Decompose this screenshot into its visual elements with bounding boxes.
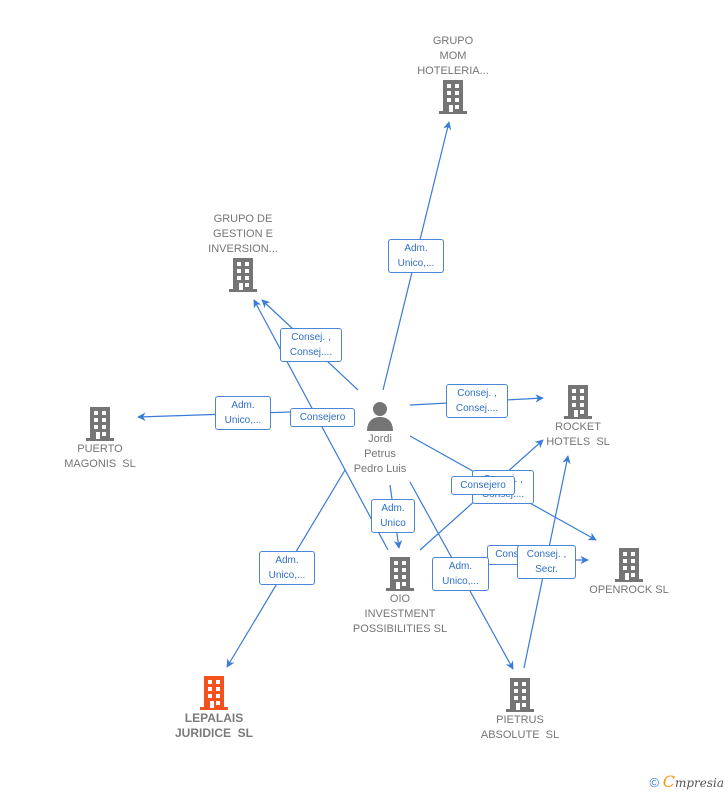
company-node-lepalais[interactable]: LEPALAIS JURIDICE SL [164,675,264,741]
company-label: GRUPO MOM HOTELERIA... [417,35,489,77]
edge-label[interactable]: Consejero [290,408,355,427]
edge-label[interactable]: Adm. Unico,... [259,551,315,585]
building-icon [615,548,643,582]
edge-label[interactable]: Consej. , Consej.... [280,328,342,362]
company-label: PIETRUS ABSOLUTE SL [480,714,560,741]
company-label: GRUPO DE GESTION E INVERSION... [208,213,278,255]
company-label: PUERTO MAGONIS SL [64,443,136,470]
building-icon [86,407,114,441]
edge-label[interactable]: Adm. Unico,... [215,396,271,430]
edge-label[interactable]: Consej. , Secr. [517,545,576,579]
building-icon [200,676,228,710]
edge-label[interactable]: Adm. Unico,... [388,239,444,273]
company-label: OIO INVESTMENT POSSIBILITIES SL [352,593,448,635]
company-node-openrock[interactable]: OPENROCK SL [579,547,679,598]
person-node[interactable]: Jordi Petrus Pedro Luis [340,400,420,477]
company-label: OPENROCK SL [589,584,669,596]
edge-label[interactable]: Consejero [451,476,515,495]
building-icon [439,80,467,114]
edge-label[interactable]: Adm. Unico [371,499,415,533]
company-node-grupo-mom[interactable]: GRUPO MOM HOTELERIA... [403,34,503,115]
company-label: LEPALAIS JURIDICE SL [174,711,253,740]
building-icon [506,678,534,712]
company-label: ROCKET HOTELS SL [546,421,610,448]
building-icon [564,385,592,419]
company-node-pietrus[interactable]: PIETRUS ABSOLUTE SL [470,677,570,743]
person-name: Jordi Petrus Pedro Luis [353,433,407,475]
company-node-oio[interactable]: OIO INVESTMENT POSSIBILITIES SL [340,556,460,637]
company-node-rocket-hotels[interactable]: ROCKET HOTELS SL [528,384,628,450]
building-icon [229,258,257,292]
company-node-puerto-magonis[interactable]: PUERTO MAGONIS SL [50,406,150,472]
brand-name: mpresia [674,776,724,790]
brand-logo-initial: C [662,772,675,791]
building-icon [386,557,414,591]
edge-label[interactable]: Consej. , Consej.... [446,384,508,418]
company-node-grupo-gestion[interactable]: GRUPO DE GESTION E INVERSION... [193,212,293,293]
footer-brand[interactable]: © Cmpresia [649,772,724,791]
person-icon [367,402,393,431]
copyright-icon: © [649,775,660,790]
edge-label[interactable]: Adm. Unico,... [432,557,489,591]
